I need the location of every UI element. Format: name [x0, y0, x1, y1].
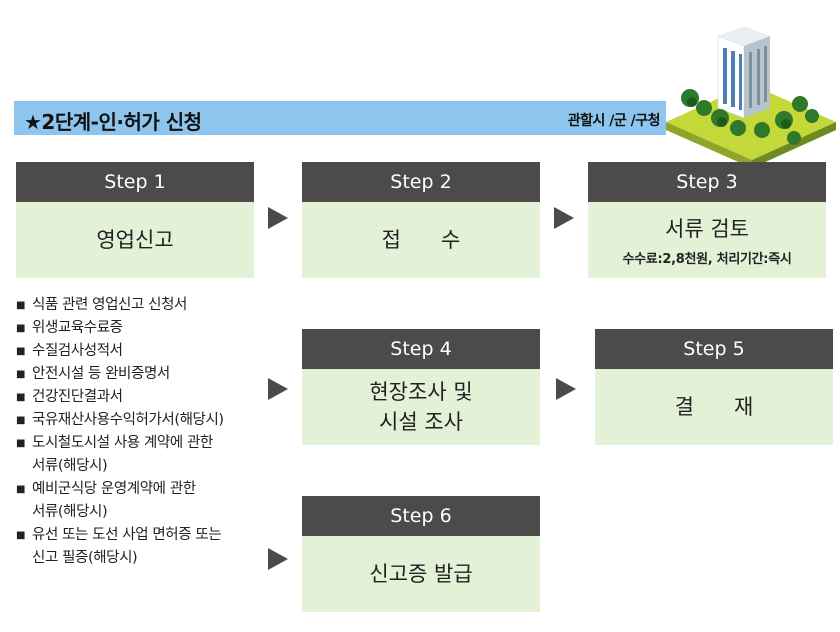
step-2-box: Step 2 접 수 [302, 162, 540, 278]
list-item: 식품 관련 영업신고 신청서 [16, 294, 266, 317]
list-item: 국유재산사용수익허가서(해당시) [16, 409, 266, 432]
list-item: 건강진단결과서 [16, 386, 266, 409]
list-item: 안전시설 등 완비증명서 [16, 363, 266, 386]
step-4-text-line2: 시설 조사 [379, 410, 463, 434]
step-6-header: Step 6 [302, 496, 540, 536]
step-5-body: 결 재 [595, 369, 833, 445]
step-3-box: Step 3 서류 검토 수수료:2,8천원, 처리기간:즉시 [588, 162, 826, 278]
required-documents-list: 식품 관련 영업신고 신청서 위생교육수료증 수질검사성적서 안전시설 등 완비… [16, 294, 266, 570]
building-illustration-icon [666, 26, 836, 168]
arrow-right-icon [268, 207, 288, 229]
step-3-header: Step 3 [588, 162, 826, 202]
step-5-box: Step 5 결 재 [595, 329, 833, 445]
step-1-body: 영업신고 [16, 202, 254, 278]
step-1-box: Step 1 영업신고 [16, 162, 254, 278]
step-4-body: 현장조사 및 시설 조사 [302, 369, 540, 445]
step-3-body: 서류 검토 수수료:2,8천원, 처리기간:즉시 [588, 202, 826, 278]
step-6-body: 신고증 발급 [302, 536, 540, 612]
jurisdiction-label: 관할시 /군 /구청 [567, 113, 661, 129]
step-2-text: 접 수 [381, 228, 461, 252]
arrow-right-icon [554, 207, 574, 229]
step-6-box: Step 6 신고증 발급 [302, 496, 540, 612]
step-4-text-line1: 현장조사 및 [369, 380, 473, 404]
arrow-right-icon [556, 378, 576, 400]
step-1-text: 영업신고 [96, 228, 174, 252]
list-item: 수질검사성적서 [16, 340, 266, 363]
arrow-right-icon [268, 378, 288, 400]
section-banner: ★2단계-인·허가 신청 관할시 /군 /구청 [14, 101, 666, 135]
step-4-box: Step 4 현장조사 및 시설 조사 [302, 329, 540, 445]
step-3-text: 서류 검토 [665, 216, 749, 241]
step-2-header: Step 2 [302, 162, 540, 202]
step-2-body: 접 수 [302, 202, 540, 278]
step-4-header: Step 4 [302, 329, 540, 369]
step-5-text: 결 재 [674, 395, 754, 419]
step-3-subtext: 수수료:2,8천원, 처리기간:즉시 [622, 251, 792, 267]
step-1-header: Step 1 [16, 162, 254, 202]
step-6-text: 신고증 발급 [369, 562, 473, 586]
arrow-right-icon [268, 548, 288, 570]
list-item: 위생교육수료증 [16, 317, 266, 340]
step-5-header: Step 5 [595, 329, 833, 369]
section-title: ★2단계-인·허가 신청 [24, 110, 202, 134]
